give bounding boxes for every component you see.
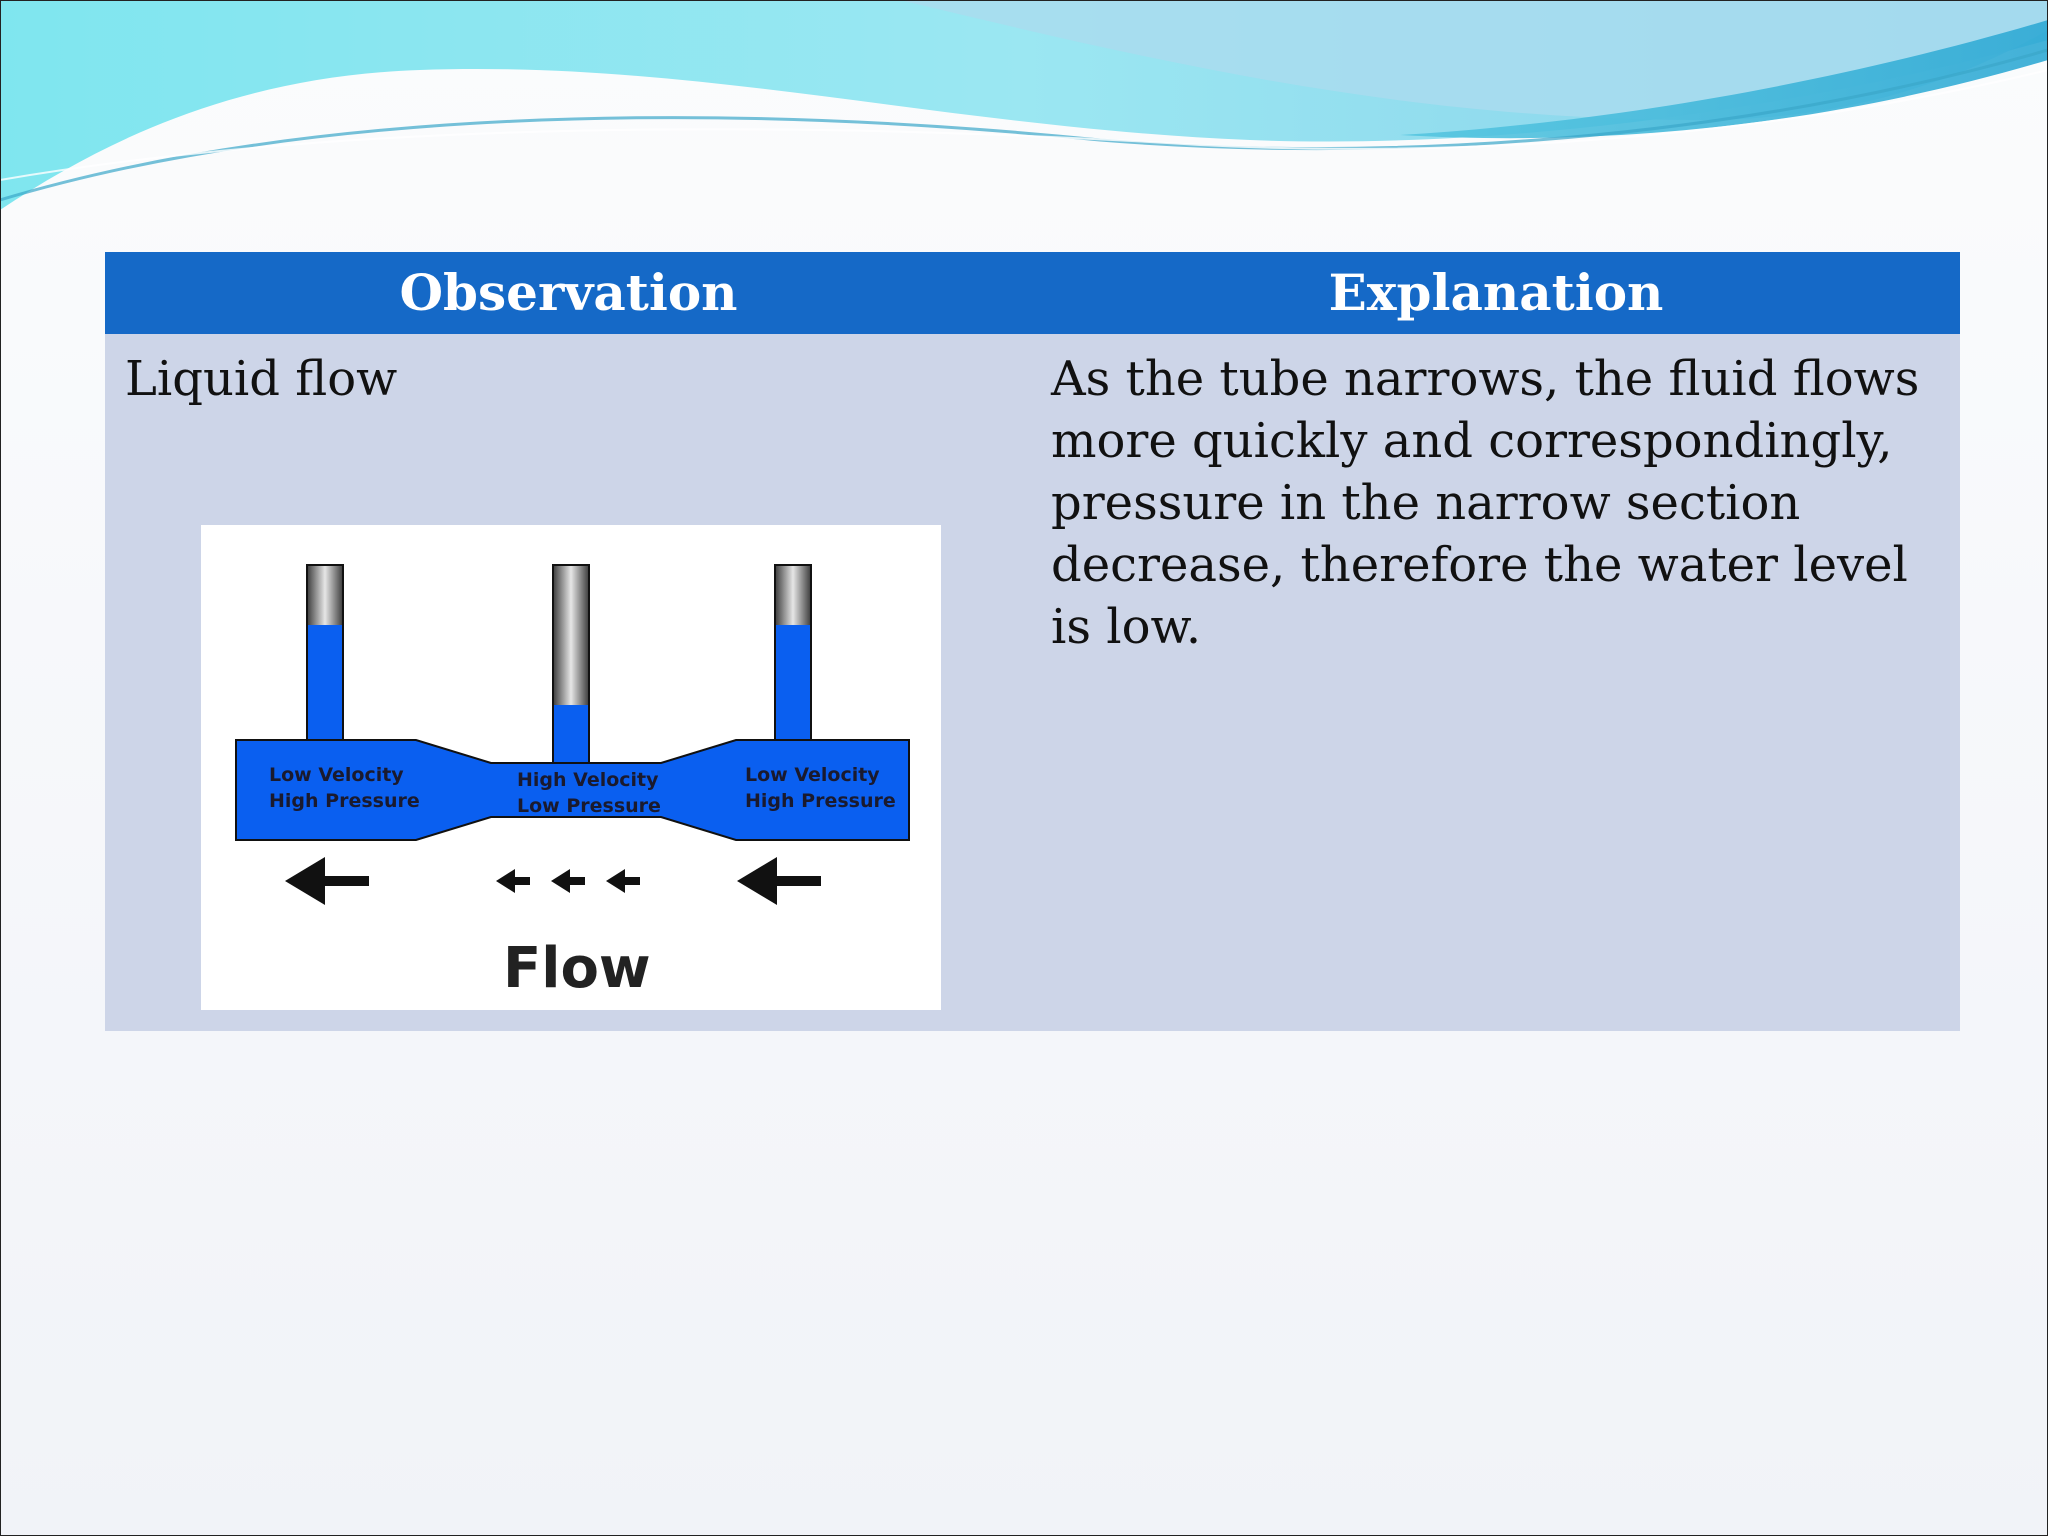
middle-pressure-label: Low Pressure — [517, 795, 661, 817]
explanation-cell: As the tube narrows, the fluid flows mor… — [1051, 351, 1920, 655]
observation-cell: Liquid flow — [125, 351, 398, 407]
right-pressure-label: High Pressure — [745, 790, 896, 812]
header-observation: Observation — [399, 263, 738, 322]
left-pressure-label: High Pressure — [269, 790, 420, 812]
header-explanation: Explanation — [1328, 263, 1664, 322]
table-header-row: Observation Explanation — [105, 252, 1960, 334]
right-water-column — [776, 625, 810, 747]
flow-caption: Flow — [503, 936, 651, 1001]
left-water-column — [308, 625, 342, 747]
middle-arrow-icon-1 — [496, 869, 530, 893]
observation-table: Observation Explanation Liquid flow As t… — [105, 252, 1960, 1031]
flow-arrows — [285, 857, 821, 905]
right-arrow-icon — [737, 857, 821, 905]
header-wave-decoration — [0, 0, 2048, 210]
left-arrow-icon — [285, 857, 369, 905]
venturi-diagram: Low Velocity High Pressure High Velocity… — [201, 525, 941, 1010]
right-velocity-label: Low Velocity — [745, 764, 880, 786]
middle-water-column — [554, 705, 588, 767]
venturi-body — [235, 739, 910, 841]
middle-arrow-icon-2 — [551, 869, 585, 893]
middle-arrow-icon-3 — [606, 869, 640, 893]
middle-velocity-label: High Velocity — [517, 769, 659, 791]
left-velocity-label: Low Velocity — [269, 764, 404, 786]
